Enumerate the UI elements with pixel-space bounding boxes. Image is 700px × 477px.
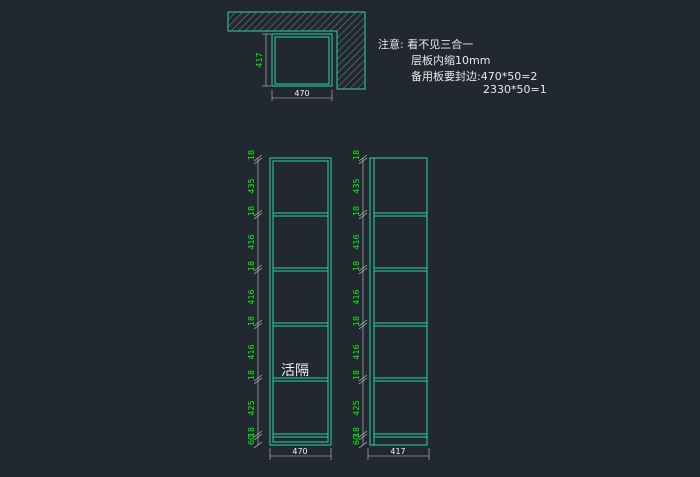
dimension-tick [253, 264, 263, 272]
dimension-label: 18 [247, 316, 256, 326]
dimension-label: 18 [352, 150, 361, 160]
dimension-label: 416 [352, 289, 361, 304]
front-width-label: 470 [292, 447, 307, 456]
dimension-tick [358, 319, 368, 327]
front-inner-label: 活隔 [281, 363, 309, 379]
front-outer [269, 157, 332, 446]
plan-view: 417 470 [227, 11, 366, 101]
dimension-label: 435 [352, 178, 361, 193]
plan-width-label: 470 [294, 89, 309, 98]
note-line-3: 备用板要封边:470*50=2 [411, 70, 538, 83]
dimension-tick [253, 377, 263, 385]
dimension-tick [253, 433, 263, 441]
dimension-tick [253, 267, 263, 275]
dimension-label: 416 [352, 234, 361, 249]
plan-cabinet-inner [274, 36, 330, 85]
dimension-label: 18 [247, 427, 256, 437]
dimension-tick [253, 319, 263, 327]
dimension-label: 60 [247, 435, 256, 445]
dimension-label: 18 [352, 261, 361, 271]
wall-hatch [227, 11, 366, 90]
dimension-tick [253, 209, 263, 217]
dimension-label: 416 [247, 289, 256, 304]
dimension-tick [358, 433, 368, 441]
plan-cabinet-outer [271, 33, 333, 87]
dimension-tick [253, 322, 263, 330]
note-line-4: 2330*50=1 [483, 83, 547, 96]
dimension-tick [358, 209, 368, 217]
side-width-label: 417 [390, 447, 405, 456]
dimension-label: 18 [352, 206, 361, 216]
dimension-label: 416 [352, 344, 361, 359]
dimension-tick [358, 322, 368, 330]
dimension-label: 18 [247, 150, 256, 160]
dimension-label: 18 [247, 370, 256, 380]
dimension-tick [358, 377, 368, 385]
dimension-label: 416 [247, 234, 256, 249]
dimension-tick [358, 267, 368, 275]
dimension-tick [358, 374, 368, 382]
dimension-label: 416 [247, 344, 256, 359]
dimension-label: 435 [247, 178, 256, 193]
dimension-label: 425 [247, 400, 256, 415]
front-inner [272, 160, 329, 443]
plan-depth-label: 417 [255, 52, 264, 67]
dimension-tick [358, 154, 368, 162]
note-line-1: 注意: 看不见三合一 [378, 38, 474, 51]
dimension-tick [358, 441, 368, 449]
dimension-label: 18 [352, 316, 361, 326]
dimension-label: 18 [352, 427, 361, 437]
dimension-tick [253, 430, 263, 438]
dimension-tick [358, 212, 368, 220]
dimension-tick [358, 264, 368, 272]
dimension-label: 18 [352, 370, 361, 380]
dimension-label: 18 [247, 206, 256, 216]
dimension-tick [253, 212, 263, 220]
dimension-label: 60 [352, 435, 361, 445]
dimension-tick [253, 441, 263, 449]
dimension-tick [253, 157, 263, 165]
side-outer [369, 157, 428, 446]
dimension-tick [253, 154, 263, 162]
dimension-tick [358, 157, 368, 165]
dimension-tick [253, 374, 263, 382]
dimension-tick [358, 430, 368, 438]
dimension-label: 18 [247, 261, 256, 271]
dimension-label: 425 [352, 400, 361, 415]
note-line-2: 层板内缩10mm [411, 54, 491, 67]
